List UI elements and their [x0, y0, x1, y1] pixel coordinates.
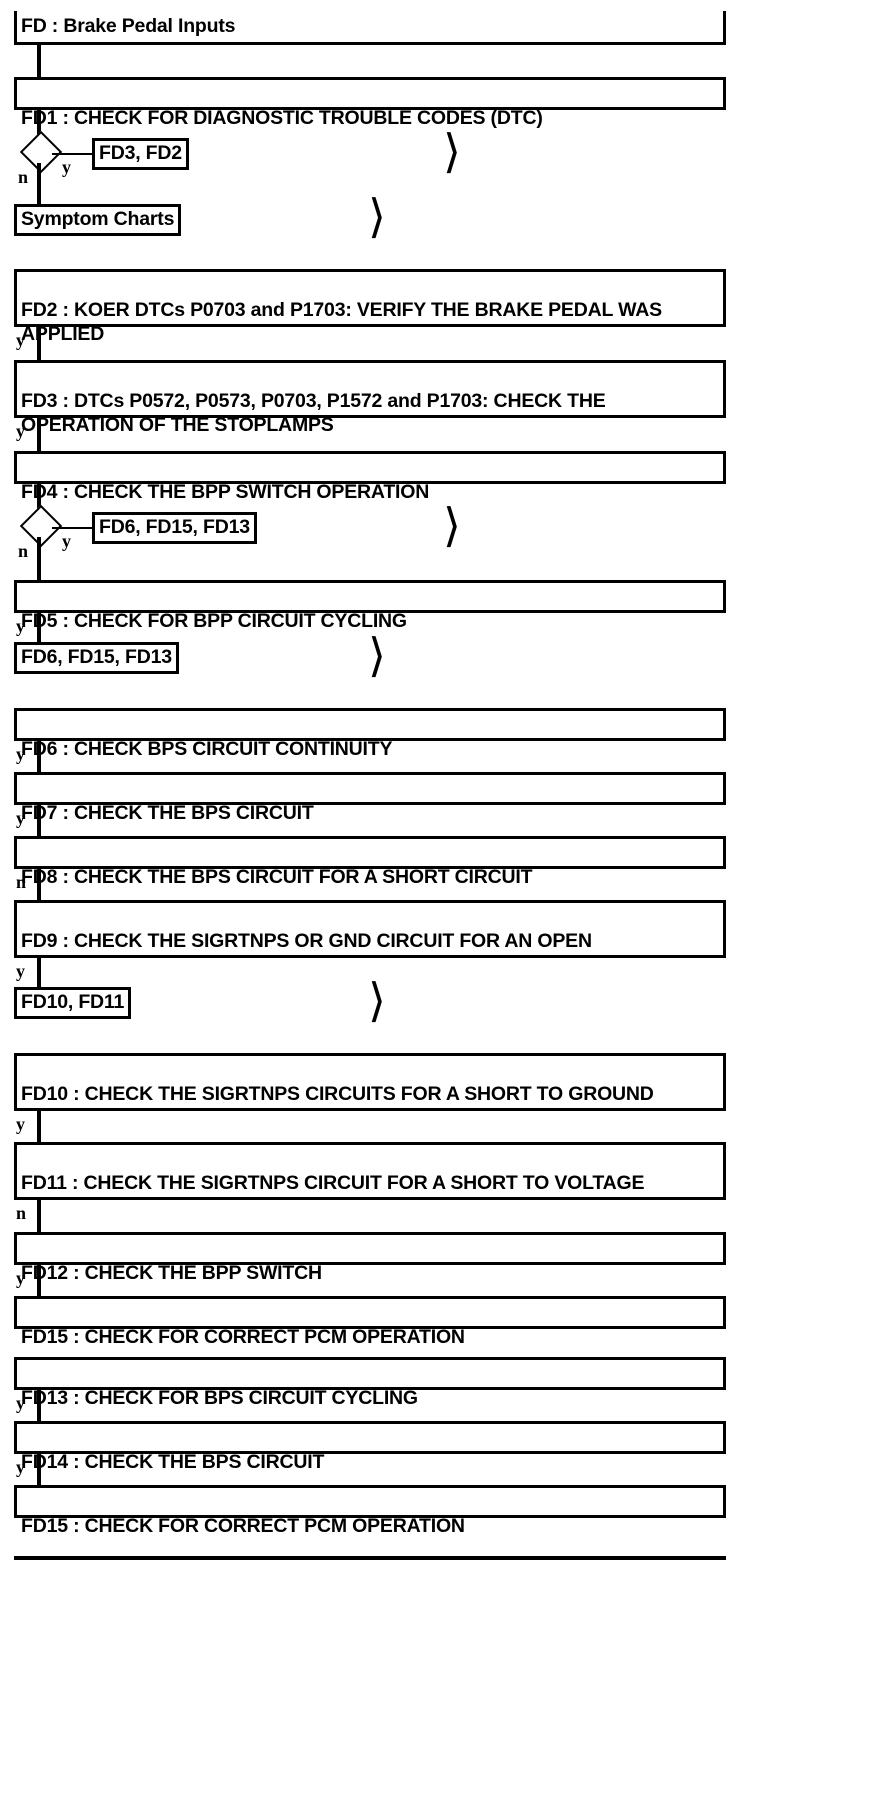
offpage-chevron-icon-2: ⟩	[368, 191, 386, 242]
connector-fd6-to-fd7	[37, 741, 41, 772]
connector-fd5-to-ref	[37, 613, 41, 643]
step-label-fd10: FD10 : CHECK THE SIGRTNPS CIRCUITS FOR A…	[21, 1083, 654, 1105]
step-box-fd7[interactable]: FD7 : CHECK THE BPS CIRCUIT	[14, 772, 726, 824]
connector-fd2-to-fd3	[37, 327, 41, 360]
step-label-fd7: FD7 : CHECK THE BPS CIRCUIT	[21, 802, 314, 824]
branch-label-fd3-yes: y	[16, 421, 25, 441]
branch-label-fd9-yes: y	[16, 961, 25, 981]
connector-decision1-no-line	[37, 163, 41, 206]
connector-fd13-to-fd14	[37, 1390, 41, 1421]
connector-box-symptom-charts[interactable]: Symptom Charts	[14, 204, 182, 236]
connector-label-fd6-fd15-fd13-b: FD6, FD15, FD13	[21, 646, 172, 668]
connector-fd11-to-fd12	[37, 1200, 41, 1232]
connector-label-symptom-charts: Symptom Charts	[21, 208, 175, 230]
step-box-fd3[interactable]: FD3 : DTCs P0572, P0573, P0703, P1572 an…	[14, 360, 726, 436]
connector-fd9-to-ref	[37, 958, 41, 988]
branch-label-fd4-no: n	[18, 541, 29, 561]
connector-fd4-to-decision2	[37, 484, 41, 512]
step-label-fd3: FD3 : DTCs P0572, P0573, P0703, P1572 an…	[21, 390, 606, 436]
step-label-fd2: FD2 : KOER DTCs P0703 and P1703: VERIFY …	[21, 299, 662, 345]
step-box-fd1[interactable]: FD1 : CHECK FOR DIAGNOSTIC TROUBLE CODES…	[14, 77, 726, 129]
branch-label-fd8-no: n	[16, 872, 27, 892]
offpage-chevron-icon-4: ⟩	[368, 630, 386, 681]
step-label-fd6: FD6 : CHECK BPS CIRCUIT CONTINUITY	[21, 738, 393, 760]
connector-fd7-to-fd8	[37, 805, 41, 836]
step-box-fd9[interactable]: FD9 : CHECK THE SIGRTNPS OR GND CIRCUIT …	[14, 900, 726, 958]
connector-fd10-to-fd11	[37, 1111, 41, 1142]
step-label-fd5: FD5 : CHECK FOR BPP CIRCUIT CYCLING	[21, 610, 407, 632]
step-label-fd11: FD11 : CHECK THE SIGRTNPS CIRCUIT FOR A …	[21, 1172, 645, 1194]
connector-label-fd3-fd2: FD3, FD2	[99, 142, 182, 164]
step-box-fd15-b[interactable]: FD15 : CHECK FOR CORRECT PCM OPERATION	[14, 1485, 726, 1537]
step-box-fd6[interactable]: FD6 : CHECK BPS CIRCUIT CONTINUITY	[14, 708, 726, 760]
branch-label-fd10-yes: y	[16, 1114, 25, 1134]
step-box-fd15-a[interactable]: FD15 : CHECK FOR CORRECT PCM OPERATION	[14, 1296, 726, 1348]
connector-box-fd6-fd15-fd13-b[interactable]: FD6, FD15, FD13	[14, 642, 179, 674]
branch-label-fd1-yes: y	[62, 157, 71, 177]
step-box-fd2[interactable]: FD2 : KOER DTCs P0703 and P1703: VERIFY …	[14, 269, 726, 345]
step-label-fd1: FD1 : CHECK FOR DIAGNOSTIC TROUBLE CODES…	[21, 107, 543, 129]
branch-label-fd13-yes: y	[16, 1393, 25, 1413]
step-box-fd14[interactable]: FD14 : CHECK THE BPS CIRCUIT	[14, 1421, 726, 1473]
branch-label-fd6-yes: y	[16, 744, 25, 764]
diagram-title-box: FD : Brake Pedal Inputs	[14, 11, 726, 45]
step-label-fd9: FD9 : CHECK THE SIGRTNPS OR GND CIRCUIT …	[21, 930, 592, 952]
step-box-fd4[interactable]: FD4 : CHECK THE BPP SWITCH OPERATION	[14, 451, 726, 503]
step-label-fd14: FD14 : CHECK THE BPS CIRCUIT	[21, 1451, 325, 1473]
connector-fd14-to-fd15b	[37, 1454, 41, 1485]
branch-label-fd5-yes: y	[16, 616, 25, 636]
branch-label-fd4-yes: y	[62, 531, 71, 551]
step-label-fd15-b: FD15 : CHECK FOR CORRECT PCM OPERATION	[21, 1515, 465, 1537]
connector-decision1-yes-line	[52, 153, 92, 155]
step-label-fd13: FD13 : CHECK FOR BPS CIRCUIT CYCLING	[21, 1387, 418, 1409]
step-box-fd5[interactable]: FD5 : CHECK FOR BPP CIRCUIT CYCLING	[14, 580, 726, 632]
step-label-fd12: FD12 : CHECK THE BPP SWITCH	[21, 1262, 322, 1284]
step-box-fd12[interactable]: FD12 : CHECK THE BPP SWITCH	[14, 1232, 726, 1284]
branch-label-fd1-no: n	[18, 167, 29, 187]
branch-label-fd11-no: n	[16, 1203, 27, 1223]
branch-label-fd12-yes: y	[16, 1268, 25, 1288]
connector-decision2-no-line	[37, 537, 41, 581]
offpage-chevron-icon-1: ⟩	[443, 126, 461, 177]
connector-fd3-to-fd4	[37, 418, 41, 451]
connector-decision2-yes-line	[52, 527, 92, 529]
connector-box-fd3-fd2[interactable]: FD3, FD2	[92, 138, 189, 170]
offpage-chevron-icon-5: ⟩	[368, 975, 386, 1026]
branch-label-fd2-yes: y	[16, 330, 25, 350]
offpage-chevron-icon-3: ⟩	[443, 500, 461, 551]
page-title: FD : Brake Pedal Inputs	[21, 15, 236, 37]
branch-label-fd14-yes: y	[16, 1457, 25, 1477]
step-box-fd11[interactable]: FD11 : CHECK THE SIGRTNPS CIRCUIT FOR A …	[14, 1142, 726, 1200]
connector-label-fd6-fd15-fd13-a: FD6, FD15, FD13	[99, 516, 250, 538]
connector-title-to-fd1	[37, 45, 41, 77]
branch-label-fd7-yes: y	[16, 808, 25, 828]
step-box-fd8[interactable]: FD8 : CHECK THE BPS CIRCUIT FOR A SHORT …	[14, 836, 726, 888]
connector-fd8-to-fd9	[37, 869, 41, 900]
connector-fd1-to-decision1	[37, 110, 41, 138]
connector-box-fd10-fd11[interactable]: FD10, FD11	[14, 987, 132, 1019]
connector-label-fd10-fd11: FD10, FD11	[21, 991, 125, 1013]
step-box-fd13[interactable]: FD13 : CHECK FOR BPS CIRCUIT CYCLING	[14, 1357, 726, 1409]
step-label-fd4: FD4 : CHECK THE BPP SWITCH OPERATION	[21, 481, 430, 503]
step-label-fd15-a: FD15 : CHECK FOR CORRECT PCM OPERATION	[21, 1326, 465, 1348]
step-box-fd10[interactable]: FD10 : CHECK THE SIGRTNPS CIRCUITS FOR A…	[14, 1053, 726, 1111]
page-bottom-rule	[14, 1556, 726, 1560]
connector-fd12-to-fd15a	[37, 1265, 41, 1296]
step-label-fd8: FD8 : CHECK THE BPS CIRCUIT FOR A SHORT …	[21, 866, 533, 888]
connector-box-fd6-fd15-fd13-a[interactable]: FD6, FD15, FD13	[92, 512, 257, 544]
